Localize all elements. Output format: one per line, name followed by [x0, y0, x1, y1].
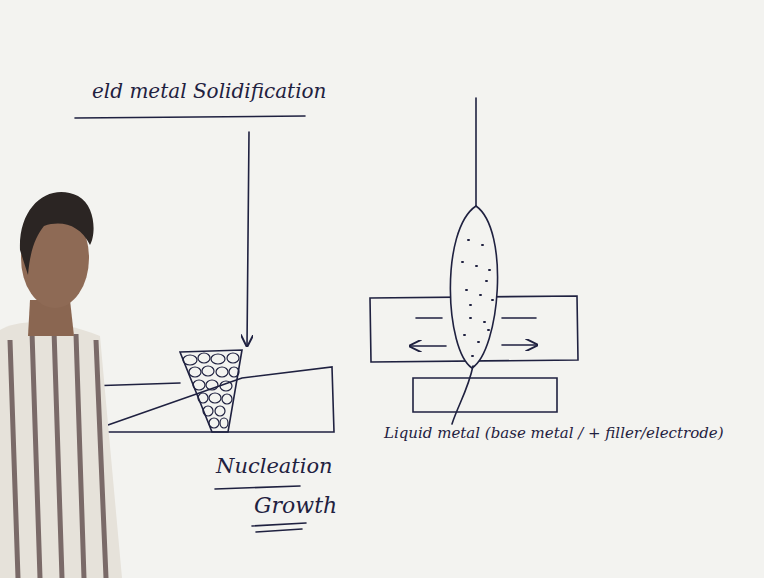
pointer-arrow — [247, 132, 249, 346]
backing-plate — [413, 378, 557, 412]
heat-flow-arrow — [502, 318, 537, 345]
handwritten-label: eld metal Solidification — [92, 80, 326, 102]
liquid-dots — [462, 240, 493, 356]
handwritten-label: Liquid metal (base metal / + filler/elec… — [384, 425, 724, 442]
weld-pool — [450, 206, 497, 368]
weld-grains — [183, 353, 239, 428]
lecturer — [0, 192, 122, 578]
title-underline — [75, 116, 305, 118]
underline — [215, 486, 300, 489]
electrode-line — [475, 98, 477, 206]
leader-line — [452, 366, 473, 424]
weld-bead — [180, 350, 242, 432]
heat-flow-arrow — [410, 318, 446, 346]
double-underline — [252, 523, 306, 532]
handwritten-label: Growth — [254, 494, 337, 518]
base-plate — [88, 367, 334, 432]
handwritten-label: Nucleation — [216, 455, 333, 478]
